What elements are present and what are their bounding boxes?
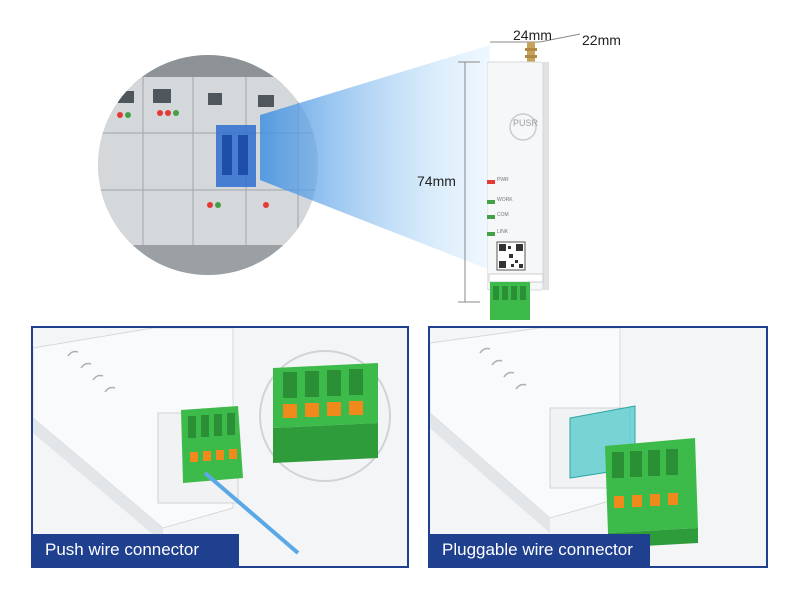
width-dimension-label: 24mm <box>513 27 552 43</box>
push-wire-illustration <box>33 328 391 555</box>
highlight-beam <box>260 45 490 270</box>
led-label-work: WORK <box>497 197 513 203</box>
push-wire-caption: Push wire connector <box>33 534 239 566</box>
led-label-com: COM <box>497 212 509 218</box>
dimension-lines <box>458 33 581 303</box>
pluggable-wire-caption: Pluggable wire connector <box>430 534 650 566</box>
led-label-link: LINK <box>497 229 509 235</box>
pluggable-wire-illustration <box>430 328 698 548</box>
push-wire-connector-panel: Push wire connector <box>31 326 409 568</box>
depth-dimension-label: 22mm <box>582 32 621 48</box>
brand-logo: PUSR <box>513 118 539 128</box>
pluggable-wire-connector-panel: Pluggable wire connector <box>428 326 768 568</box>
height-dimension-label: 74mm <box>417 173 456 189</box>
device-front-view <box>486 42 549 322</box>
led-label-pwr: PWR <box>497 177 509 183</box>
